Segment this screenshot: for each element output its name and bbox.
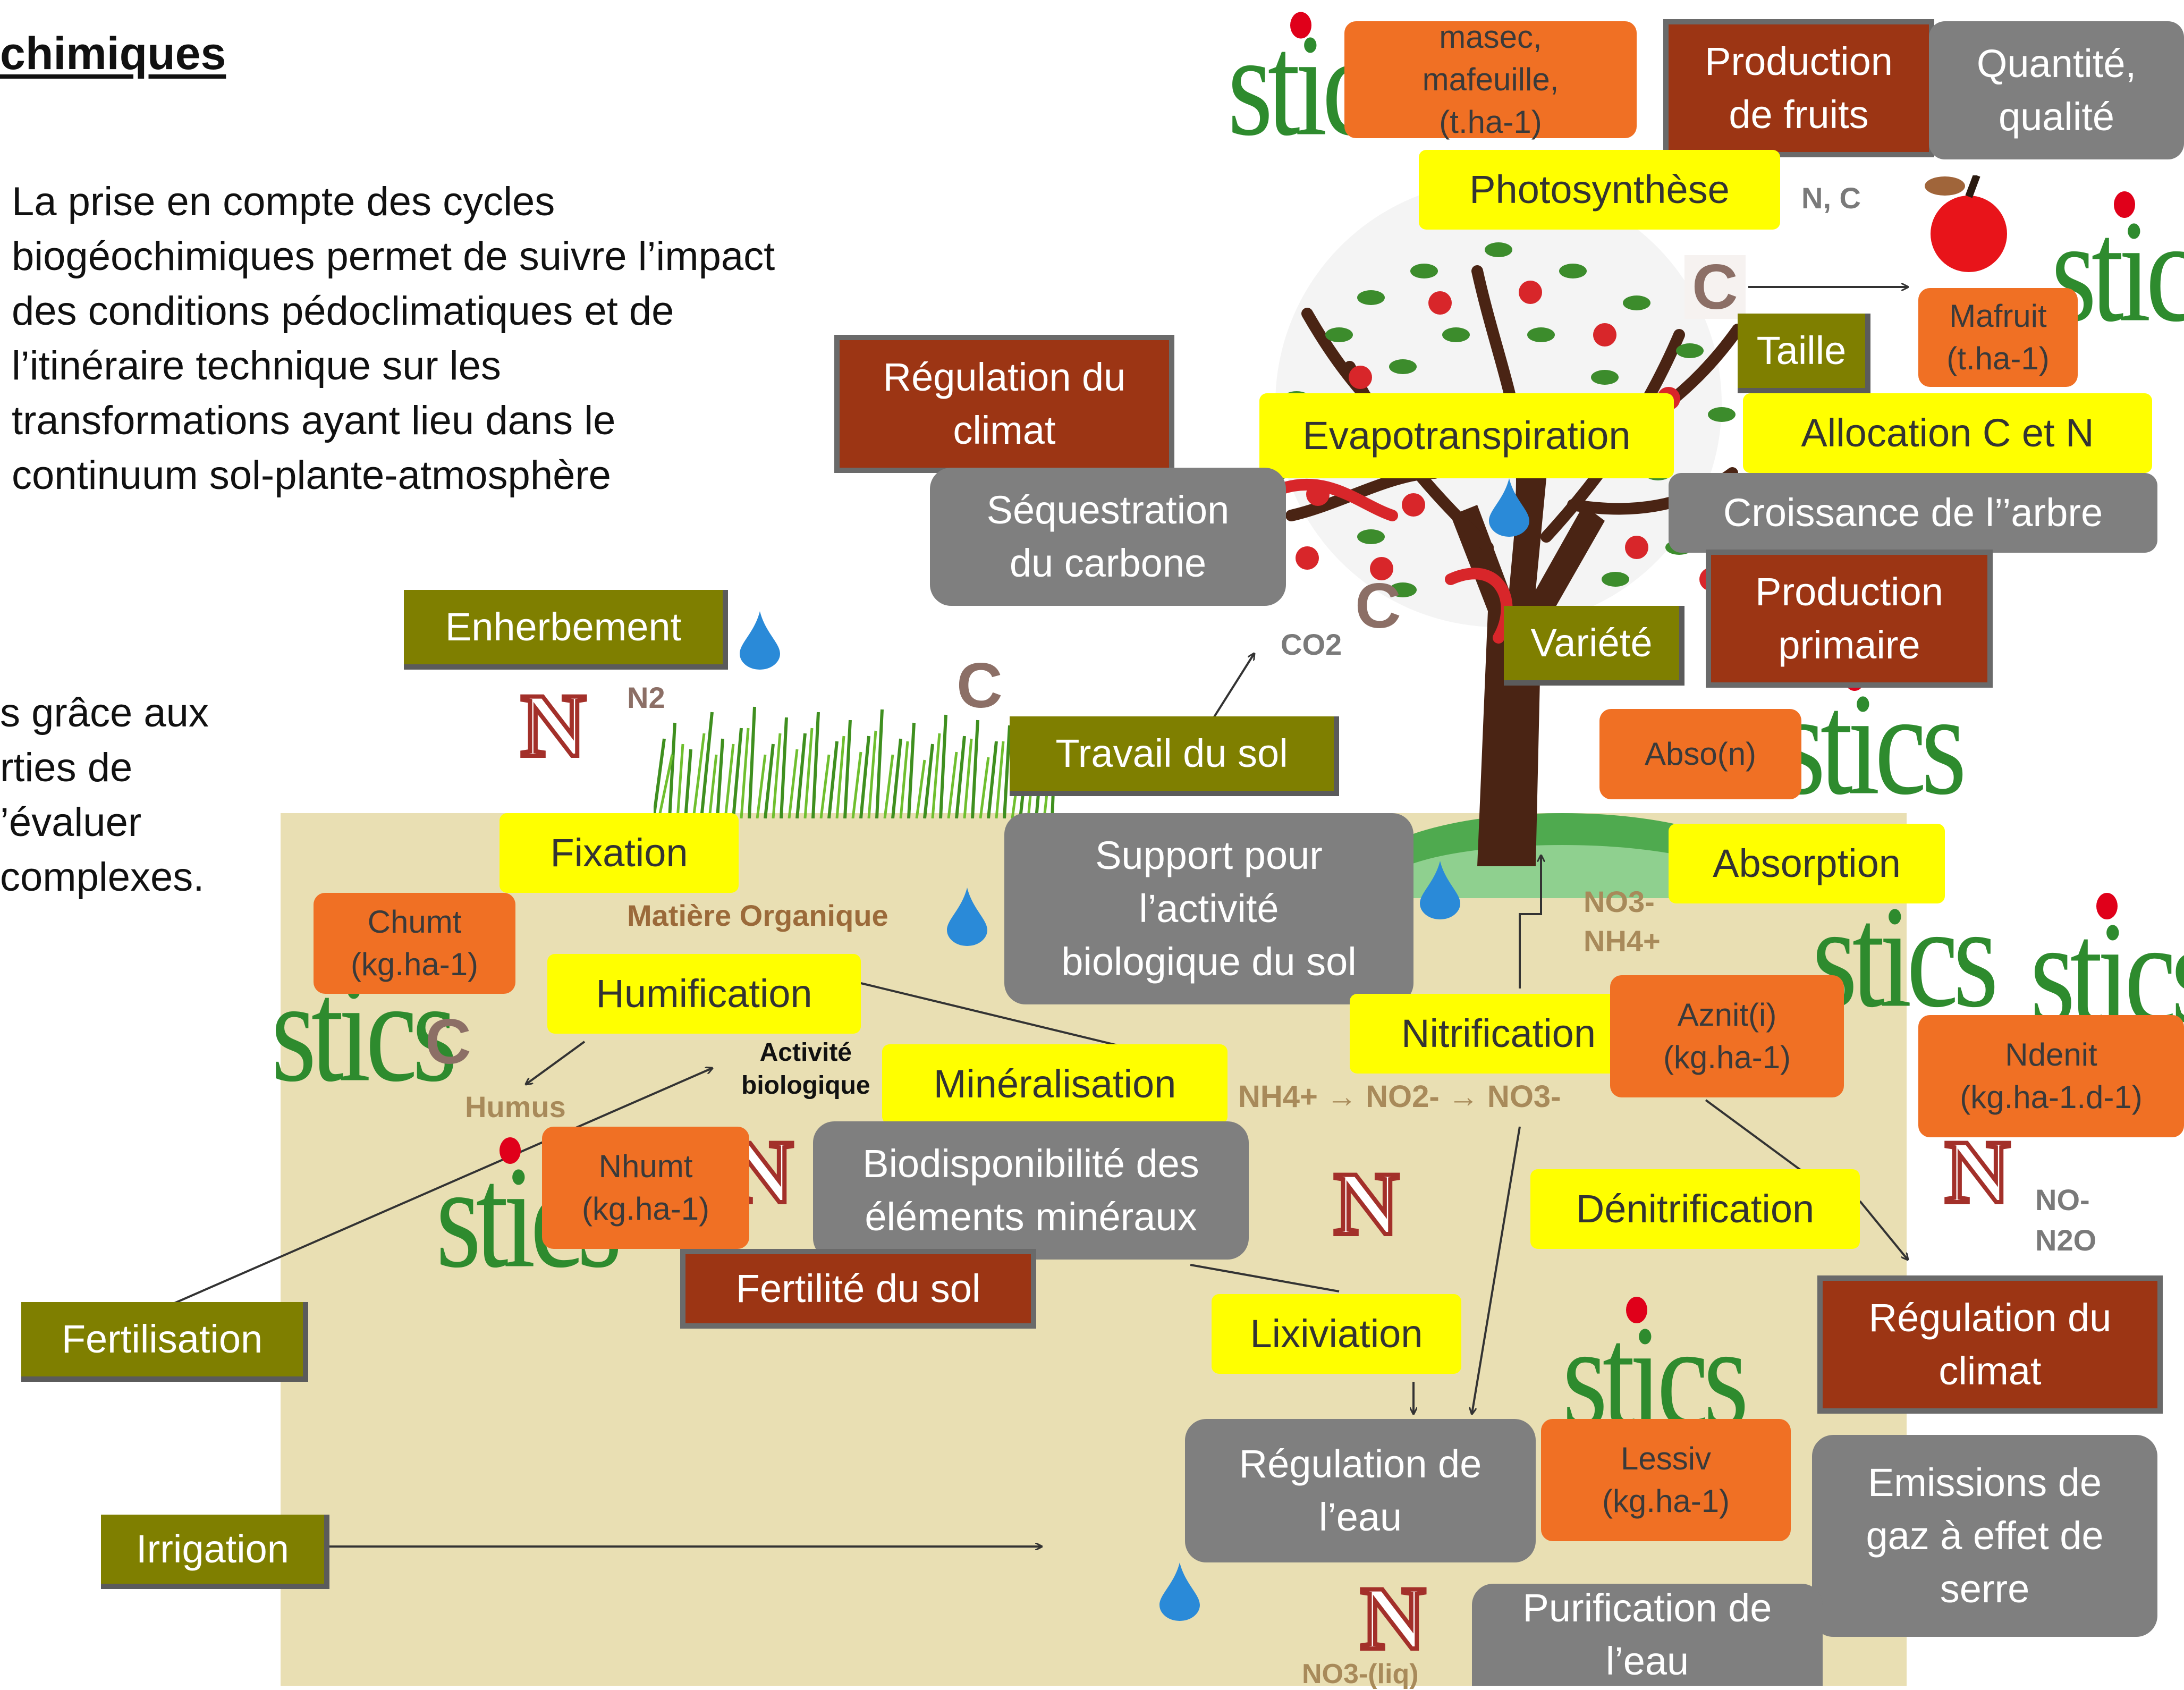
box-fertilite: Fertilité du sol [680, 1249, 1036, 1329]
grass-mound [1360, 813, 1764, 898]
box-regulation-eau: Régulation de l’eau [1185, 1419, 1536, 1562]
box-evapotranspiration: Evapotranspiration [1259, 393, 1674, 478]
box-nhumt: Nhumt (kg.ha-1) [542, 1127, 749, 1249]
box-lessiv: Lessiv (kg.ha-1) [1541, 1419, 1791, 1541]
box-production-fruits: Production de fruits [1663, 19, 1934, 157]
nitrogen-symbol: N [1358, 1568, 1428, 1668]
carbon-symbol: C [956, 650, 1003, 721]
box-abso: Abso(n) [1599, 709, 1801, 799]
water-drop-icon [1420, 861, 1460, 919]
box-aznit: Aznit(i) (kg.ha-1) [1610, 975, 1844, 1097]
box-taille: Taille [1738, 314, 1870, 393]
water-drop-icon [740, 611, 780, 670]
box-fixation: Fixation [500, 813, 739, 893]
water-drop-icon [947, 888, 987, 946]
carbon-symbol: C [1684, 255, 1746, 319]
intro-paragraph: La prise en compte des cycles biogéochim… [12, 179, 775, 498]
box-mafruit: Mafruit (t.ha-1) [1918, 288, 2078, 387]
stics-logo: stics [2051, 190, 2184, 352]
box-croissance: Croissance de l’’arbre [1669, 473, 2157, 553]
box-regulation-climat-top: Régulation du climat [834, 335, 1174, 473]
box-chumt: Chumt (kg.ha-1) [314, 893, 515, 994]
label-no3-nh4: NO3- NH4+ [1584, 885, 1661, 958]
box-allocation: Allocation C et N [1743, 393, 2152, 473]
label-no-n2o: NO- N2O [2035, 1183, 2097, 1257]
apple-icon [1925, 175, 2007, 272]
box-variete: Variété [1504, 606, 1684, 686]
water-drop-icon [1489, 478, 1529, 537]
box-production-primaire: Production primaire [1706, 550, 1993, 688]
box-purification: Purification de l’eau [1472, 1584, 1823, 1686]
label-humus: Humus [465, 1090, 566, 1123]
box-lixiviation: Lixiviation [1212, 1294, 1461, 1374]
box-absorption: Absorption [1669, 824, 1945, 903]
box-humification: Humification [547, 954, 861, 1034]
section-heading: chimiques [0, 28, 226, 79]
box-masec: masec, mafeuille, (t.ha-1) [1344, 19, 1637, 140]
box-mineralisation: Minéralisation [882, 1044, 1228, 1124]
label-no3-liq: NO3-(liq) [1302, 1659, 1419, 1689]
box-fertilisation: Fertilisation [21, 1302, 308, 1382]
box-nitrification: Nitrification [1350, 994, 1647, 1074]
box-travail-sol: Travail du sol [1010, 716, 1339, 796]
stics-logo: stics [1780, 663, 1967, 825]
box-irrigation: Irrigation [101, 1515, 329, 1589]
nitrogen-symbol: N [1943, 1122, 2012, 1222]
label-nitrification-chain: NH4+ → NO2- → NO3- [1238, 1079, 1561, 1114]
box-emissions: Emissions de gaz à effet de serre [1812, 1435, 2157, 1637]
intro-paragraph-2: s grâce aux rties de ’évaluer complexes. [0, 690, 209, 900]
box-biodisponibilite: Biodisponibilité des éléments minéraux [813, 1121, 1249, 1260]
box-quantite-qualite: Quantité, qualité [1929, 21, 2184, 159]
label-n2: N2 [627, 681, 665, 714]
box-regulation-climat-bottom: Régulation du climat [1817, 1275, 2163, 1414]
box-ndenit: Ndenit (kg.ha-1.d-1) [1918, 1015, 2184, 1137]
label-n-c: N, C [1801, 181, 1861, 215]
box-support: Support pour l’activité biologique du so… [1004, 813, 1413, 1004]
label-activite-biologique: Activité biologique [741, 1038, 870, 1100]
nitrogen-symbol: N [519, 675, 588, 775]
carbon-symbol: C [425, 1006, 471, 1077]
label-matiere-organique: Matière Organique [627, 899, 888, 932]
box-enherbement: Enherbement [404, 590, 728, 670]
nitrogen-symbol: N [1332, 1154, 1401, 1254]
water-drop-icon [1159, 1562, 1200, 1621]
carbon-symbol: C [1355, 570, 1401, 641]
label-co2: CO2 [1281, 628, 1342, 661]
box-denitrification: Dénitrification [1530, 1169, 1860, 1249]
box-sequestration: Séquestration du carbone [930, 468, 1286, 606]
box-photosynthese: Photosynthèse [1419, 150, 1780, 230]
